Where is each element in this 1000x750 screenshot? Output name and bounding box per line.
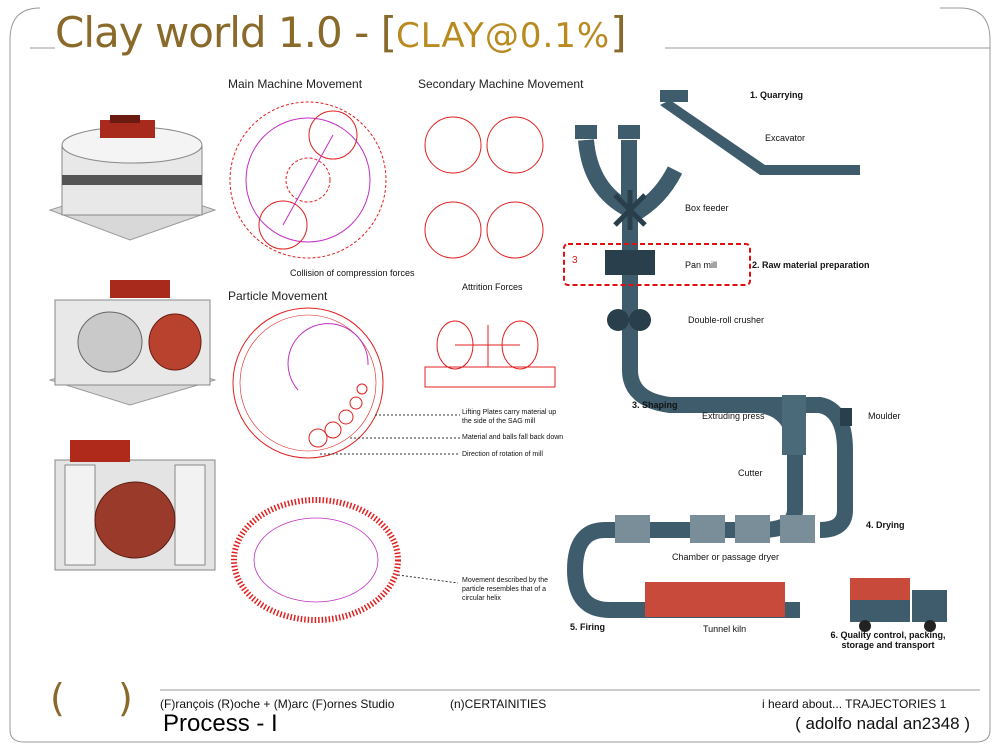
roller-assembly-diagram xyxy=(424,320,556,388)
footer-uncertainties: (n)CERTAINITIES xyxy=(450,697,547,711)
footer-paren-open: ( xyxy=(50,676,65,720)
footer-paren-close: ) xyxy=(118,676,133,720)
equipment-extruding-press: Extruding press xyxy=(702,411,765,421)
equipment-pan-mill: Pan mill xyxy=(685,260,718,270)
step-drying: 4. Drying xyxy=(866,520,905,530)
helix-diagram xyxy=(231,497,459,623)
author-label: ( adolfo nadal an2348 ) xyxy=(795,714,970,733)
particle-callout-lines xyxy=(320,414,460,455)
highlight-number: 3 xyxy=(572,255,578,266)
title-clay-highlight: CLAY@0.1% xyxy=(395,16,611,56)
equipment-dryer: Chamber or passage dryer xyxy=(672,552,780,562)
mill-machine-image-1 xyxy=(48,115,217,241)
main-movement-title: Main Machine Movement xyxy=(228,77,363,91)
equipment-cutter: Cutter xyxy=(738,468,763,478)
equipment-excavator: Excavator xyxy=(765,133,806,143)
mill-machine-image-2 xyxy=(48,280,217,406)
collision-label: Collision of compression forces xyxy=(290,268,415,278)
step-shaping: 3. Shaping xyxy=(632,400,678,410)
lifting-plates-label: Lifting Plates carry material up the sid… xyxy=(462,409,557,425)
step-firing: 5. Firing xyxy=(570,622,606,632)
pan-mill-highlight-box xyxy=(563,243,751,286)
footer-credits: (F)rançois (R)oche + (M)arc (F)ornes Stu… xyxy=(160,697,395,711)
mill-machine-image-3 xyxy=(54,440,216,571)
page-title: Clay world 1.0 - [CLAY@0.1%] xyxy=(55,8,627,57)
equipment-double-roll-crusher: Double-roll crusher xyxy=(688,315,765,325)
rotation-direction-label: Direction of rotation of mill xyxy=(462,451,543,458)
helix-label: Movement described by the particle resem… xyxy=(462,577,548,602)
equipment-moulder: Moulder xyxy=(868,411,901,421)
brick-process-flow-diagram xyxy=(566,90,947,632)
equipment-box-feeder: Box feeder xyxy=(685,203,729,213)
equipment-tunnel-kiln: Tunnel kiln xyxy=(703,624,747,634)
process-label: Process - I xyxy=(163,710,278,737)
particle-movement-title: Particle Movement xyxy=(228,289,328,303)
step-quality-control: 6. Quality control, packing, storage and… xyxy=(830,630,946,650)
step-raw-material-preparation: 2. Raw material preparation xyxy=(752,260,870,270)
main-movement-diagram xyxy=(229,101,387,259)
secondary-movement-diagram xyxy=(424,116,544,259)
secondary-movement-title: Secondary Machine Movement xyxy=(418,77,584,91)
step-quarrying: 1. Quarrying xyxy=(750,90,804,100)
attrition-label: Attrition Forces xyxy=(462,282,523,292)
particle-movement-diagram xyxy=(232,307,384,459)
footer-trajectories: i heard about... TRAJECTORIES 1 xyxy=(762,697,947,711)
falling-material-label: Material and balls fall back down xyxy=(462,434,564,441)
